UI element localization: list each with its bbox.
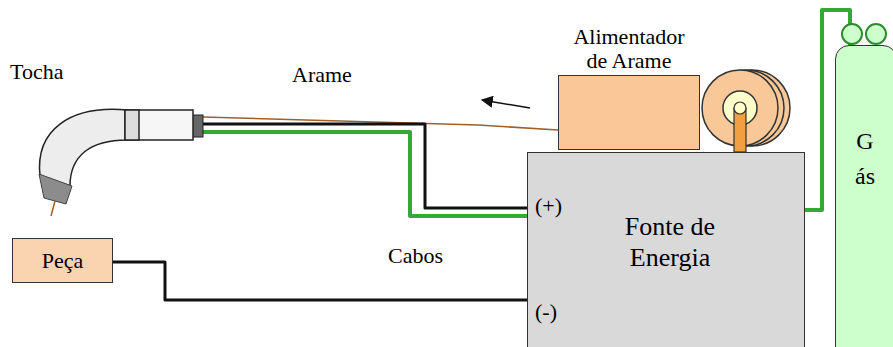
wire-tip — [51, 201, 55, 216]
torch-collar — [125, 110, 139, 140]
terminal-label: (+) — [535, 193, 562, 219]
gas-cylinder: Gás — [835, 45, 893, 347]
gas-valve — [866, 24, 886, 44]
power-source-box: (+) Fonte de Energia (-) — [527, 152, 805, 347]
gas-valve — [842, 24, 862, 44]
torch-nozzle — [39, 174, 72, 204]
ground-cable — [113, 262, 527, 300]
spool-axle — [734, 102, 746, 114]
torch-neck — [40, 109, 127, 186]
feeder-label: Alimentador de Arame — [565, 25, 693, 73]
power-source-label: Fonte de Energia — [590, 211, 750, 273]
terminal-label: (-) — [535, 299, 557, 325]
gas-hose — [203, 132, 527, 216]
power-cable — [203, 124, 527, 208]
feed-direction-arrow — [482, 100, 530, 108]
torch-handle — [125, 110, 193, 140]
gas-label: Gás — [853, 124, 877, 194]
torch-label: Tocha — [10, 59, 63, 85]
welding-torch: Tocha — [30, 90, 203, 210]
wire-feeder-box: Alimentador de Arame — [558, 75, 700, 150]
edge-label: Arame — [292, 62, 352, 88]
workpiece-box: Peça — [12, 238, 113, 283]
cables-label: Cabos — [388, 243, 443, 269]
workpiece-label: Peça — [42, 248, 84, 274]
torch-drawing — [30, 90, 203, 210]
